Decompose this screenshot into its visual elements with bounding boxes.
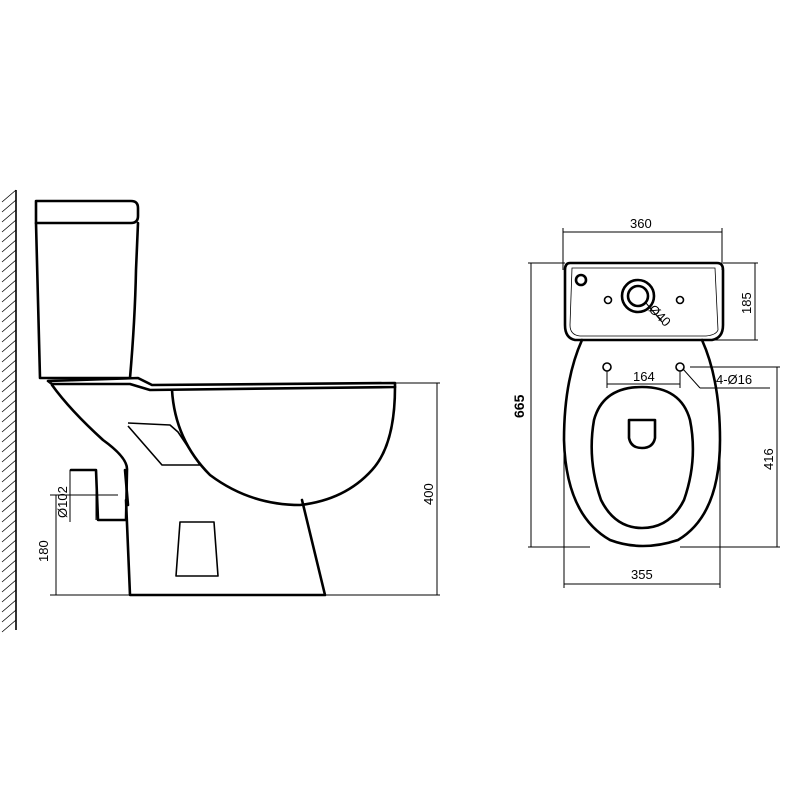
- outlet-diameter-label: Ø102: [55, 486, 70, 518]
- bowl-width-label: 355: [631, 567, 653, 582]
- wall-hatch-line: [1, 459, 17, 473]
- trapway-inner: [127, 422, 201, 466]
- outlet-height-label: 180: [36, 540, 51, 562]
- cistern-bolt-right: [675, 295, 685, 305]
- wall-hatch-line: [1, 439, 17, 453]
- wall-hatch: [1, 189, 17, 633]
- wall-hatch-line: [1, 479, 17, 493]
- cistern-bolt-left: [603, 295, 613, 305]
- wall-hatch-line: [1, 379, 17, 393]
- tank-depth-label: 185: [739, 292, 754, 314]
- wall-hatch-line: [1, 329, 17, 343]
- flush-hole-outer: [620, 278, 656, 314]
- cistern-body: [34, 221, 140, 380]
- seat-bolt-left: [602, 362, 612, 372]
- wall-hatch-line: [1, 399, 17, 413]
- rim-height-label: 400: [421, 483, 436, 505]
- wall-hatch-line: [1, 279, 17, 293]
- wall-hatch-line: [1, 409, 17, 423]
- wall-hatch-line: [1, 289, 17, 303]
- wall-hatch-line: [1, 349, 17, 363]
- wall-hatch-line: [1, 229, 17, 243]
- wall-hatch-line: [1, 569, 17, 583]
- bowl-rim-shelf: [46, 376, 397, 392]
- wall-hatch-line: [1, 309, 17, 323]
- wall-hatch-line: [1, 259, 17, 273]
- total-length-label: 665: [511, 394, 527, 418]
- bowl-top-outline: [562, 338, 722, 548]
- wall-hatch-line: [1, 369, 17, 383]
- wall-hatch-line: [1, 499, 17, 513]
- wall-hatch-line: [1, 389, 17, 403]
- wall-hatch-line: [1, 489, 17, 503]
- wall-hatch-line: [1, 249, 17, 263]
- wall-hatch-line: [1, 299, 17, 313]
- pedestal-outline: [124, 498, 327, 597]
- bolt-holes-leader: [682, 368, 701, 389]
- wall-hatch-line: [1, 619, 17, 633]
- wall-hatch-line: [1, 199, 17, 213]
- bolt-holes-label: 4-Ø16: [716, 372, 752, 387]
- wall-hatch-line: [1, 509, 17, 523]
- wall-hatch-line: [1, 219, 17, 233]
- wall-hatch-line: [1, 549, 17, 563]
- wall-hatch-line: [1, 449, 17, 463]
- bolt-spacing-label: 164: [633, 369, 655, 384]
- wall-hatch-line: [1, 579, 17, 593]
- wall-hatch-line: [1, 239, 17, 253]
- cistern-button-hole: [574, 273, 588, 287]
- wall-hatch-line: [1, 429, 17, 443]
- seat-bolt-right: [675, 362, 685, 372]
- top-view: 360 Ø40 185 665 164 4-Ø1: [511, 216, 780, 588]
- wall-hatch-line: [1, 589, 17, 603]
- wall-hatch-line: [1, 519, 17, 533]
- cistern-lid: [34, 199, 140, 225]
- bowl-length-label: 416: [761, 448, 776, 470]
- wall-hatch-line: [1, 469, 17, 483]
- wall-hatch-line: [1, 539, 17, 553]
- pedestal-slot: [175, 521, 219, 577]
- bowl-outline: [170, 385, 397, 507]
- wall-hatch-line: [1, 269, 17, 283]
- wall-hatch-line: [1, 599, 17, 613]
- cistern-inner-outline: [569, 267, 719, 337]
- wall-hatch-line: [1, 609, 17, 623]
- side-view: Ø102 180 400: [1, 189, 440, 633]
- wall-hatch-line: [1, 419, 17, 433]
- trapway-outline: [50, 383, 129, 522]
- wall-hatch-line: [1, 209, 17, 223]
- pedestal-front-edge: [123, 468, 130, 507]
- bowl-seat-opening: [590, 385, 695, 530]
- wall-hatch-line: [1, 359, 17, 373]
- tank-width-label: 360: [630, 216, 652, 231]
- wall-hatch-line: [1, 529, 17, 543]
- wall-hatch-line: [1, 339, 17, 353]
- wall-hatch-line: [1, 189, 17, 203]
- wall-hatch-line: [1, 319, 17, 333]
- wall-hatch-line: [1, 559, 17, 573]
- bowl-drain: [627, 418, 657, 450]
- cistern-top-outline: [563, 261, 725, 342]
- flush-hole-inner: [626, 284, 650, 308]
